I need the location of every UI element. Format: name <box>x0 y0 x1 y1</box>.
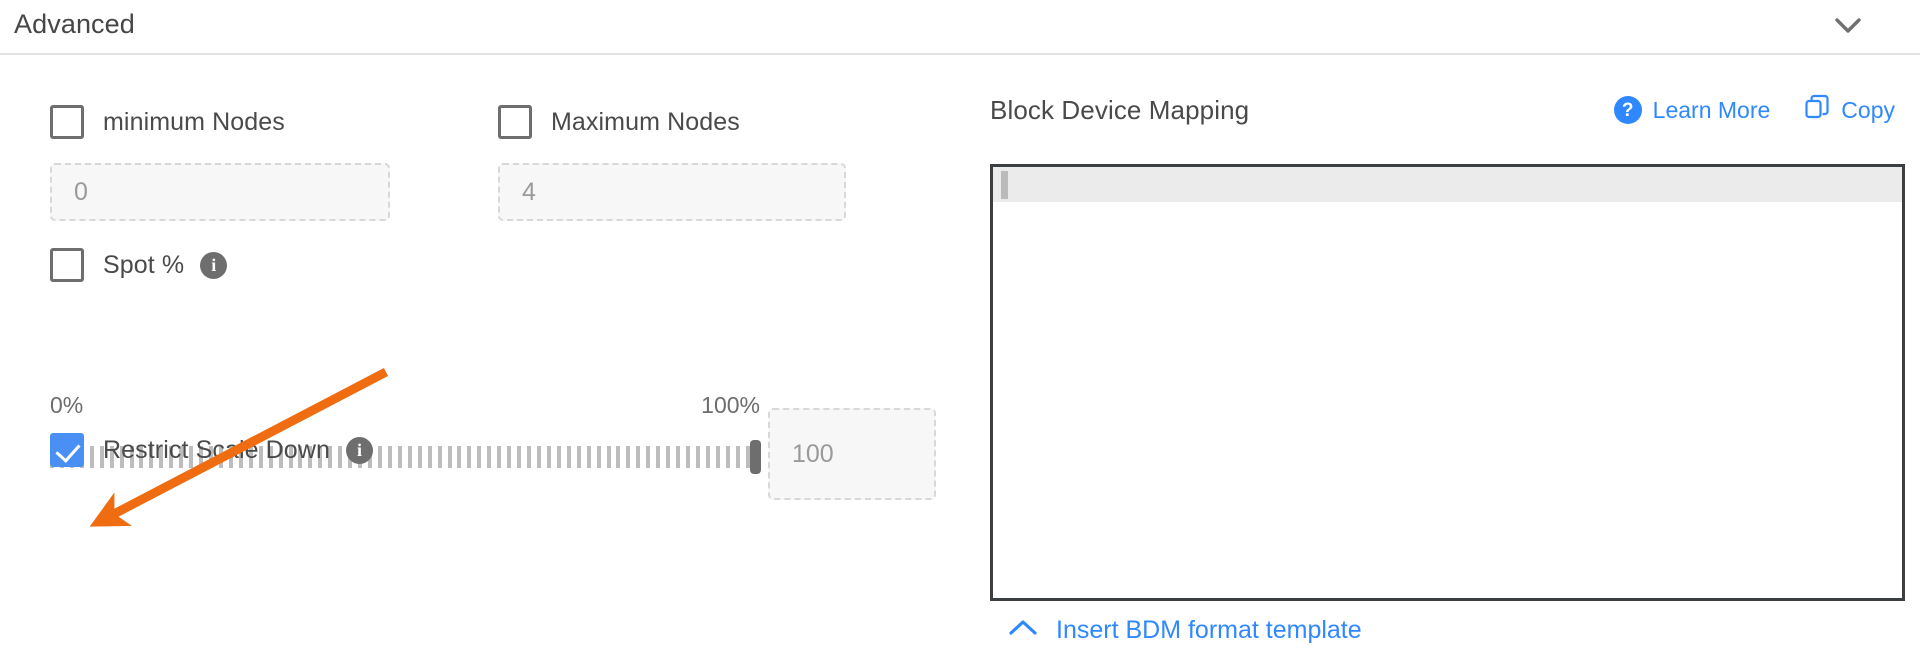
maximum-nodes-checkbox[interactable] <box>498 105 532 139</box>
slider-tick <box>447 446 452 468</box>
block-device-mapping-editor[interactable] <box>990 164 1905 601</box>
slider-tick <box>705 446 710 468</box>
slider-tick <box>457 446 462 468</box>
slider-tick <box>507 446 512 468</box>
restrict-scale-down-row: Restrict Scale Down i <box>50 433 373 467</box>
learn-more-link[interactable]: ? Learn More <box>1613 96 1771 124</box>
slider-tick <box>427 446 432 468</box>
chevron-up-icon <box>1008 616 1038 645</box>
slider-tick <box>656 446 661 468</box>
slider-tick <box>467 446 472 468</box>
spot-percent-checkbox[interactable] <box>50 248 84 282</box>
slider-tick <box>586 446 591 468</box>
right-column: Block Device Mapping ? Learn More Copy <box>990 54 1920 656</box>
slider-tick <box>566 446 571 468</box>
slider-tick <box>715 446 720 468</box>
slider-tick <box>99 446 104 468</box>
slider-tick <box>417 446 422 468</box>
slider-tick <box>546 446 551 468</box>
slider-tick <box>556 446 561 468</box>
slider-tick <box>576 446 581 468</box>
slider-tick <box>497 446 502 468</box>
section-header: Advanced <box>0 0 1920 54</box>
slider-tick <box>397 446 402 468</box>
spot-percent-row: Spot % i <box>50 248 228 282</box>
editor-caret <box>1001 171 1008 199</box>
copy-icon <box>1804 94 1830 126</box>
question-circle-icon: ? <box>1613 96 1642 124</box>
block-device-mapping-actions: ? Learn More Copy <box>1613 94 1895 126</box>
slider-tick <box>636 446 641 468</box>
slider-tick <box>477 446 482 468</box>
slider-tick <box>596 446 601 468</box>
minimum-nodes-checkbox[interactable] <box>50 105 84 139</box>
slider-tick <box>387 446 392 468</box>
slider-tick <box>745 446 750 468</box>
slider-tick <box>676 446 681 468</box>
copy-link[interactable]: Copy <box>1804 94 1895 126</box>
slider-tick <box>666 446 671 468</box>
spot-percent-value-input[interactable] <box>768 408 936 500</box>
slider-tick <box>695 446 700 468</box>
insert-bdm-format-template-label: Insert BDM format template <box>1056 616 1362 644</box>
learn-more-label: Learn More <box>1652 96 1771 123</box>
slider-tick <box>686 446 690 468</box>
restrict-scale-down-label: Restrict Scale Down <box>103 435 330 464</box>
slider-thumb[interactable] <box>750 440 761 474</box>
chevron-down-icon[interactable] <box>1830 10 1866 42</box>
slider-tick <box>626 446 631 468</box>
slider-tick <box>527 446 531 468</box>
info-icon[interactable]: i <box>345 436 373 464</box>
minimum-nodes-label: minimum Nodes <box>103 107 285 136</box>
slider-min-label: 0% <box>50 392 84 418</box>
maximum-nodes-input[interactable] <box>498 163 846 221</box>
slider-max-label: 100% <box>701 392 760 418</box>
slider-tick <box>725 446 730 468</box>
slider-tick <box>536 446 541 468</box>
insert-bdm-format-template-link[interactable]: Insert BDM format template <box>1008 616 1362 645</box>
restrict-scale-down-checkbox[interactable] <box>50 433 84 467</box>
slider-tick <box>646 446 651 468</box>
editor-textarea[interactable] <box>1011 167 1902 598</box>
slider-tick <box>377 446 382 468</box>
left-column: minimum Nodes Maximum Nodes Spot % i 0% … <box>0 54 950 656</box>
slider-tick <box>616 446 621 468</box>
minimum-nodes-input[interactable] <box>50 163 390 221</box>
page-title: Advanced <box>14 9 135 39</box>
slider-tick <box>487 446 492 468</box>
maximum-nodes-label: Maximum Nodes <box>551 107 740 136</box>
slider-tick <box>735 446 740 468</box>
copy-label: Copy <box>1841 96 1895 123</box>
slider-tick <box>517 446 522 468</box>
info-icon[interactable]: i <box>200 251 228 279</box>
slider-tick <box>89 446 94 468</box>
minimum-nodes-row: minimum Nodes <box>50 105 285 139</box>
slider-tick <box>407 446 412 468</box>
slider-tick <box>437 446 442 468</box>
slider-scale-labels: 0% 100% <box>50 392 760 420</box>
slider-tick <box>606 446 611 468</box>
spot-percent-label: Spot % <box>103 250 185 279</box>
header-divider <box>0 53 1920 55</box>
block-device-mapping-title: Block Device Mapping <box>990 95 1250 125</box>
maximum-nodes-row: Maximum Nodes <box>498 105 740 139</box>
